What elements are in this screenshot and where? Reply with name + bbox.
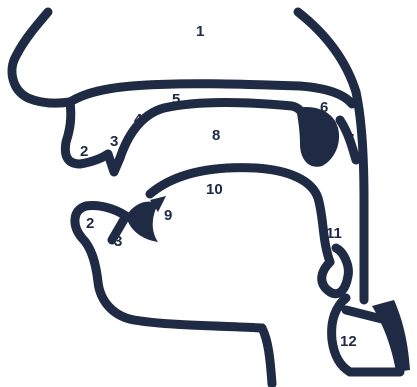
label-7: 7 [346,131,354,148]
label-10: 10 [206,181,223,198]
velum-shape [296,107,339,167]
label-2-lower: 2 [86,215,94,232]
tongue-tip-shape [126,202,158,242]
label-12: 12 [340,333,357,350]
label-5: 5 [172,91,180,108]
label-2-upper: 2 [80,143,88,160]
label-1: 1 [196,23,204,40]
neck-outline [262,328,272,384]
label-3-upper: 3 [110,133,118,150]
tongue-dorsum-outline [150,168,330,262]
label-4: 4 [134,111,143,128]
label-9: 9 [164,207,172,224]
larynx-cartilage-shape [372,300,410,372]
label-8: 8 [212,127,220,144]
label-6: 6 [320,99,328,116]
label-11: 11 [326,225,342,242]
label-3-lower: 3 [114,233,122,250]
nose-outline [12,12,70,103]
